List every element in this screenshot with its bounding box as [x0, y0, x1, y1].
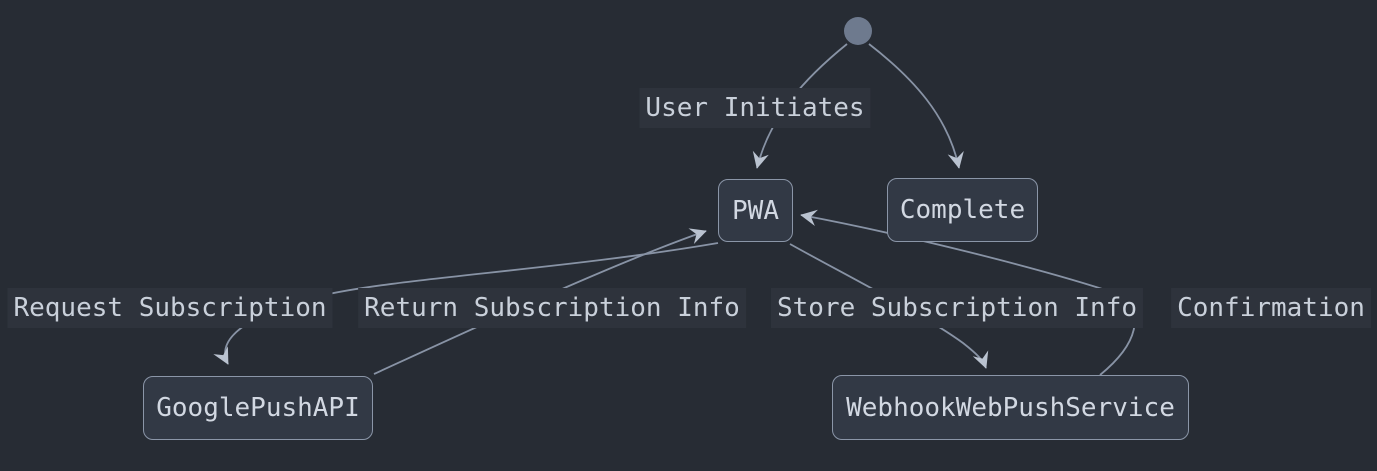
- state-node-pwa: PWA: [718, 179, 793, 242]
- edge-start-to-complete: [868, 43, 964, 169]
- edge-pwa-to-googlepushapi: [213, 242, 719, 365]
- state-node-webhookwebpushservice: WebhookWebPushService: [832, 375, 1189, 440]
- edge-label-request-subscription: Request Subscription: [7, 288, 333, 328]
- initial-state-dot: [844, 17, 872, 45]
- state-node-googlepushapi: GooglePushAPI: [143, 376, 373, 440]
- edge-label-confirmation: Confirmation: [1171, 288, 1371, 328]
- edge-label-user-initiates: User Initiates: [639, 88, 871, 128]
- state-node-complete-label: Complete: [899, 195, 1026, 225]
- state-node-pwa-label: PWA: [732, 195, 779, 226]
- state-node-webhookwebpushservice-label: WebhookWebPushService: [846, 392, 1175, 423]
- state-node-googlepushapi-label: GooglePushAPI: [156, 393, 360, 423]
- edge-label-return-subscription-info: Return Subscription Info: [358, 288, 746, 328]
- edge-webhookwebpushservice-to-pwa: [800, 209, 1136, 376]
- state-node-complete: Complete: [887, 178, 1038, 242]
- edge-label-store-subscription-info: Store Subscription Info: [770, 288, 1144, 328]
